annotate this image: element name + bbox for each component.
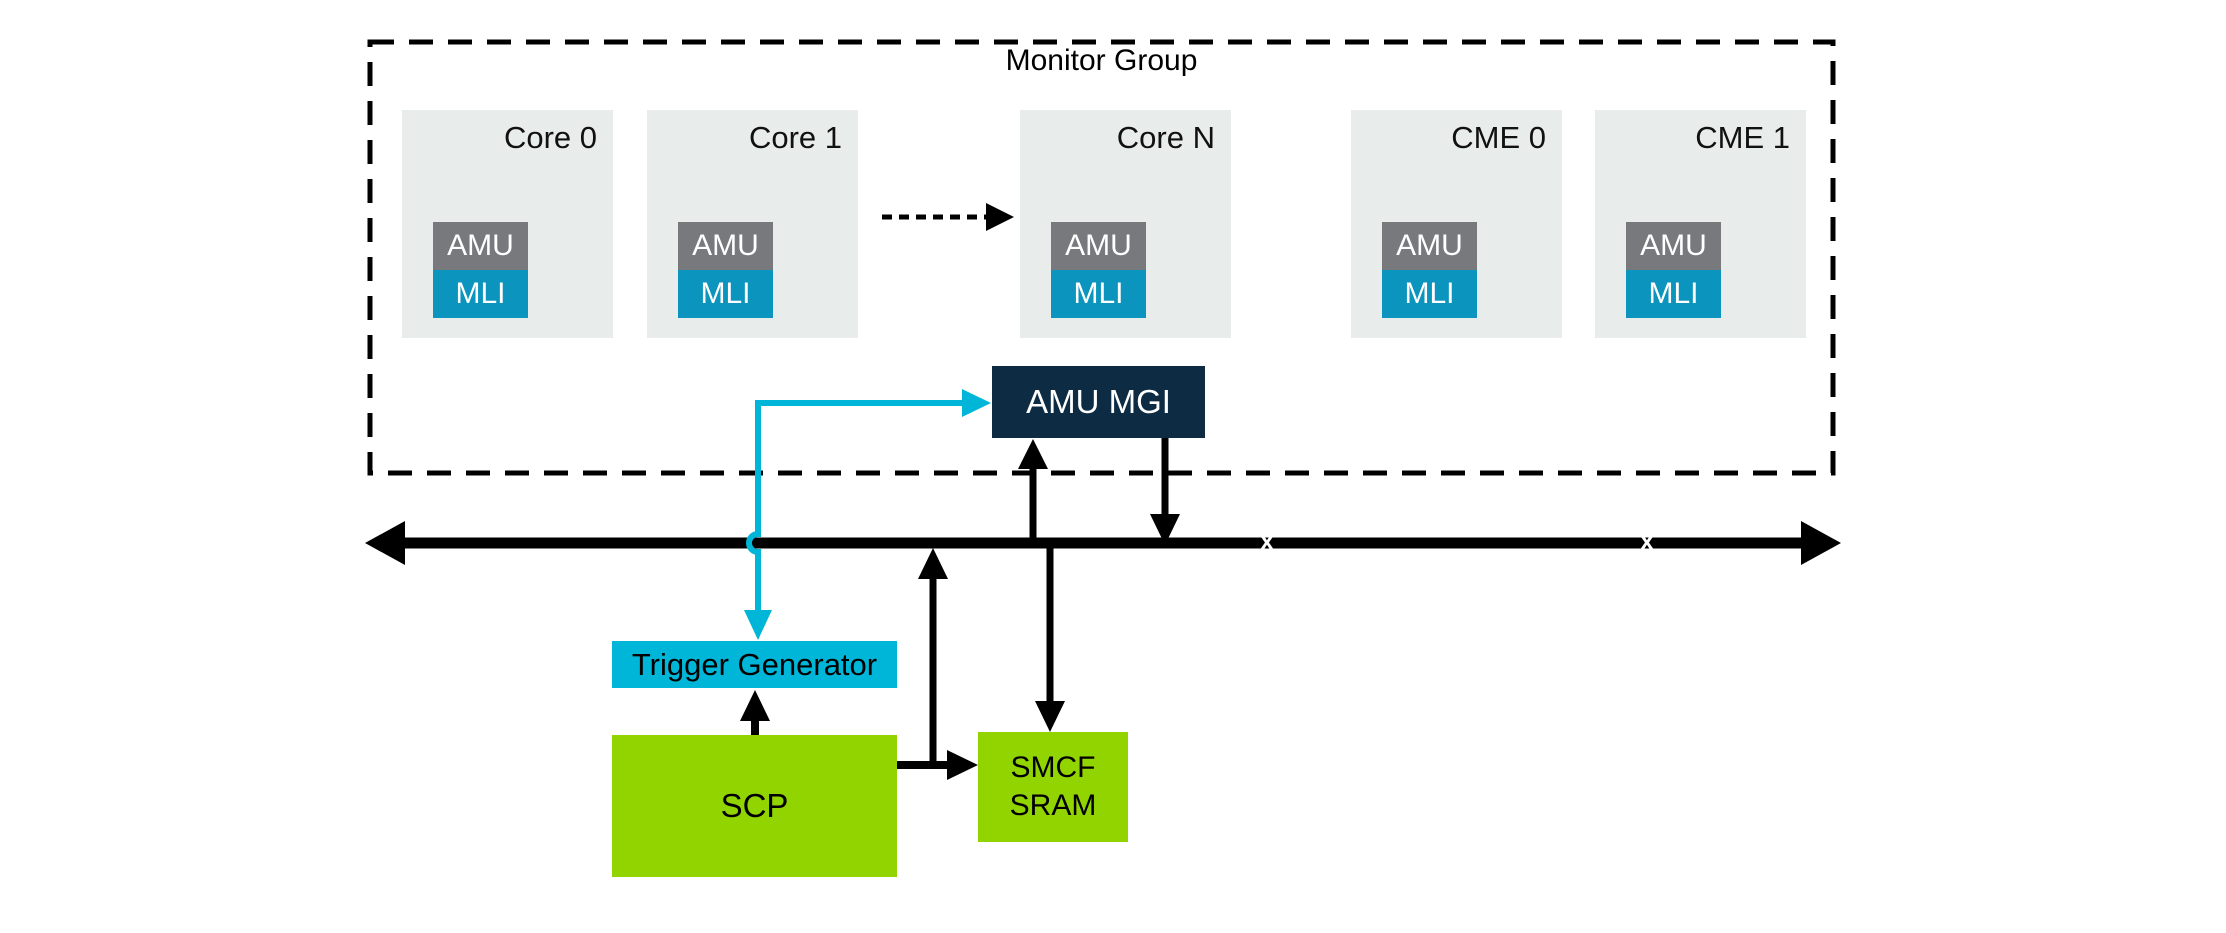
- scp-to-bus-arrowhead-icon: [918, 548, 948, 579]
- unit-box-core-1: Core 1 AMU MLI: [647, 110, 858, 338]
- unit-label-core-1: Core 1: [748, 120, 842, 155]
- trigger-route-line: [746, 400, 965, 612]
- smcf-sram-label-line1: SMCF: [1010, 751, 1096, 784]
- trigger-generator-box: Trigger Generator: [612, 641, 897, 688]
- core-ellipsis-arrowhead-icon: [986, 203, 1014, 231]
- mli-block: MLI: [433, 270, 528, 318]
- amu-block: AMU: [433, 222, 528, 270]
- monitor-group-title: Monitor Group: [1005, 44, 1198, 77]
- unit-label-cme-1: CME 1: [1695, 120, 1790, 155]
- amu-block: AMU: [1382, 222, 1477, 270]
- mli-block: MLI: [1051, 270, 1146, 318]
- bus-to-mgi-arrowhead-icon: [1018, 439, 1048, 469]
- scp-box: SCP: [612, 735, 897, 877]
- trigger-route-to-mgi-arrowhead-icon: [962, 389, 991, 417]
- monitor-group-dashed-border: [367, 39, 1836, 476]
- amu-block: AMU: [678, 222, 773, 270]
- unit-label-core-0: Core 0: [503, 120, 597, 155]
- smcf-sram-label-line2: SRAM: [1009, 789, 1097, 822]
- bus-cross-mark-2: x: [1640, 527, 1654, 556]
- bus-right-arrowhead-icon: [1801, 521, 1841, 565]
- smcf-sram-box: SMCF SRAM: [978, 732, 1128, 842]
- unit-box-core-n: Core N AMU MLI: [1020, 110, 1231, 338]
- trigger-route-to-generator-arrowhead-icon: [744, 610, 772, 640]
- amu-block: AMU: [1626, 222, 1721, 270]
- mgi-to-bus-arrowhead-icon: [1150, 514, 1180, 545]
- unit-label-core-n: Core N: [1116, 120, 1215, 155]
- amu-block: AMU: [1051, 222, 1146, 270]
- unit-box-core-0: Core 0 AMU MLI: [402, 110, 613, 338]
- mli-block: MLI: [678, 270, 773, 318]
- bus-to-smcf-arrowhead-icon: [1035, 701, 1065, 732]
- scp-to-smcf-arrowhead-icon: [947, 750, 978, 780]
- bus-left-arrowhead-icon: [365, 521, 405, 565]
- unit-box-cme-0: CME 0 AMU MLI: [1351, 110, 1562, 338]
- amu-mgi-box: AMU MGI: [992, 366, 1205, 438]
- mli-block: MLI: [1382, 270, 1477, 318]
- bus-cross-mark-1: x: [1260, 527, 1274, 556]
- mli-block: MLI: [1626, 270, 1721, 318]
- scp-to-trigger-arrowhead-icon: [740, 690, 770, 721]
- unit-box-cme-1: CME 1 AMU MLI: [1595, 110, 1806, 338]
- unit-label-cme-0: CME 0: [1451, 120, 1546, 155]
